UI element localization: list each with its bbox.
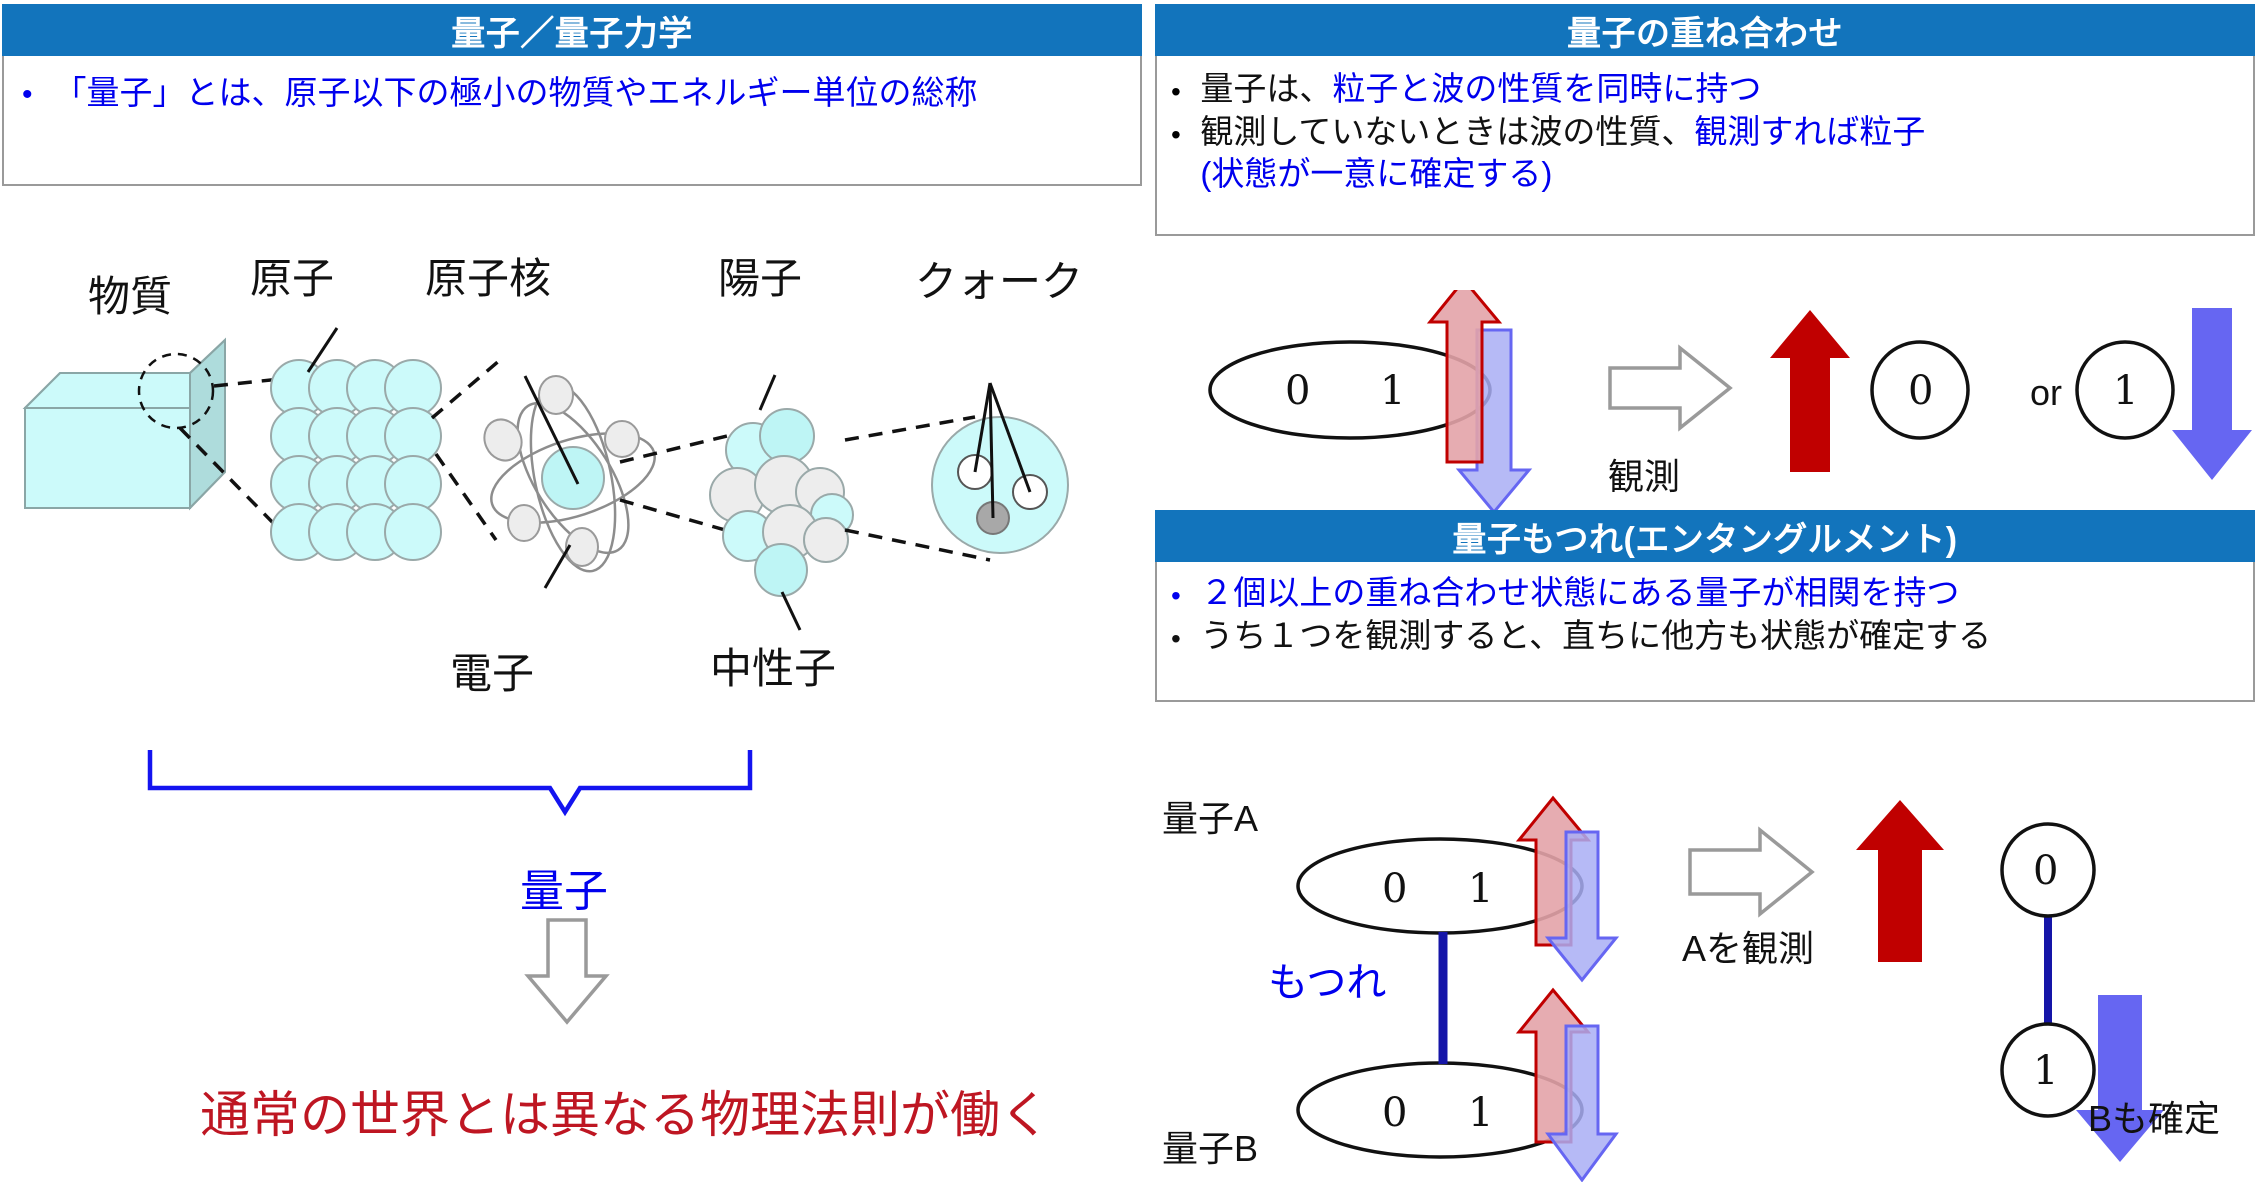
zoom-circle-matter: [137, 352, 215, 430]
entanglement-diagram-svg: [1296, 795, 2164, 1183]
panel-quantum: 量子／量子力学 • 「量子」とは、原子以下の極小の物質やエネルギー単位の総称: [2, 4, 1142, 186]
leader-atom: [306, 327, 339, 373]
entanglement-diagram: [1160, 790, 2260, 1183]
bullet-dot-icon: •: [1171, 580, 1181, 611]
leader-nucleus: [523, 375, 580, 485]
superposition-bullet-list: • 量子は、粒子と波の性質を同時に持つ • 観測していないときは波の性質、観測す…: [1171, 68, 2239, 194]
label-quark: クォーク: [915, 258, 1084, 305]
hollow-down-arrow-icon: [524, 918, 610, 1025]
result-circle-one: [2075, 340, 2175, 440]
solid-down-arrow-blue-icon: [2172, 308, 2252, 480]
panel-entanglement-header: 量子もつれ(エンタングルメント): [1155, 510, 2255, 562]
superposition-bullet-1-highlight2: (状態が一意に確定する): [1200, 154, 1553, 192]
connector-atom-nucleus-top: [430, 358, 502, 420]
superposition-result-one: 1: [2113, 368, 2139, 414]
quark-ball-icon: [931, 416, 1069, 554]
superposition-bullet-0-lead: 量子は、: [1200, 70, 1333, 107]
quantum-bullet-list: • 「量子」とは、原子以下の極小の物質やエネルギー単位の総称: [22, 72, 1122, 114]
connector-atom-nucleus-bottom: [434, 452, 498, 542]
hollow-right-arrow-icon: [1608, 344, 1733, 432]
bullet-dot-icon: •: [1171, 119, 1181, 151]
entanglement-result-a: 0: [2033, 848, 2059, 894]
panel-entanglement-title: 量子もつれ(エンタングルメント): [1452, 520, 1958, 559]
entanglement-bit-a-1: 1: [1468, 866, 1494, 912]
panel-quantum-title: 量子／量子力学: [451, 14, 693, 53]
entanglement-bullet-list: • ２個以上の重ね合わせ状態にある量子が相関を持つ • うち１つを観測すると、直…: [1171, 572, 2239, 657]
leader-neutron: [780, 591, 802, 631]
electron-icons: [483, 375, 640, 567]
superposition-bullet-1-lead: 観測していないときは波の性質、: [1200, 113, 1695, 151]
solid-down-arrow-blue-result-icon: [2076, 995, 2164, 1162]
brace-group: [120, 740, 1140, 1160]
result-circle-a: [2000, 822, 2096, 918]
superposition-measure-label: 観測: [1608, 456, 1681, 497]
label-nucleus: 原子核: [425, 255, 552, 302]
entanglement-label-a: 量子A: [1162, 798, 1259, 839]
leader-proton: [758, 374, 777, 411]
brace-svg: [147, 750, 753, 1025]
entanglement-result-b: 1: [2033, 1048, 2059, 1094]
panel-superposition-header: 量子の重ね合わせ: [1155, 4, 2255, 56]
atom-lattice-icon: [270, 359, 442, 561]
panel-quantum-header: 量子／量子力学: [2, 4, 1142, 56]
label-matter: 物質: [88, 273, 173, 320]
entanglement-link-label: もつれ: [1268, 961, 1387, 1005]
connector-proton-quark-bottom: [844, 528, 991, 562]
list-item: • 「量子」とは、原子以下の極小の物質やエネルギー単位の総称: [22, 72, 1122, 114]
matter-diagram-svg: [22, 327, 1069, 631]
list-item: • ２個以上の重ね合わせ状態にある量子が相関を持つ: [1171, 572, 2239, 613]
superposition-bit-0: 0: [1285, 368, 1311, 414]
entanglement-measure-label: Aを観測: [1682, 928, 1815, 969]
leader-electron: [543, 544, 572, 589]
label-atom: 原子: [250, 255, 335, 302]
result-circle-b: [2000, 1022, 2096, 1118]
list-item: • 観測していないときは波の性質、観測すれば粒子 (状態が一意に確定する): [1171, 111, 2239, 194]
panel-entanglement-body: • ２個以上の重ね合わせ状態にある量子が相関を持つ • うち１つを観測すると、直…: [1155, 562, 2255, 702]
list-item: • 量子は、粒子と波の性質を同時に持つ: [1171, 68, 2239, 109]
superposition-bullet-0-highlight: 粒子と波の性質を同時に持つ: [1332, 70, 1762, 107]
entanglement-bit-b-0: 0: [1382, 1090, 1408, 1136]
superposition-bullet-1-highlight: 観測すれば粒子: [1694, 113, 1926, 151]
superposition-bit-1: 1: [1380, 368, 1406, 414]
entanglement-bit-b-1: 1: [1468, 1090, 1494, 1136]
panel-quantum-body: • 「量子」とは、原子以下の極小の物質やエネルギー単位の総称: [2, 56, 1142, 186]
bullet-dot-icon: •: [1171, 623, 1181, 655]
solid-up-arrow-red-result-icon: [1856, 800, 1944, 962]
result-circle-zero: [1870, 340, 1970, 440]
superposition-diagram: [1190, 277, 2260, 515]
down-arrow-outline-blue-a-icon: [1544, 830, 1620, 983]
entanglement-result-note: Bも確定: [2088, 1098, 2221, 1139]
down-arrow-outline-blue-icon: [1455, 328, 1533, 515]
superposition-diagram-svg: [1208, 277, 2252, 515]
hollow-right-arrow-entanglement-icon: [1688, 826, 1815, 918]
up-arrow-outline-red-icon: [1426, 277, 1503, 464]
panel-superposition: 量子の重ね合わせ • 量子は、粒子と波の性質を同時に持つ • 観測していないとき…: [1155, 4, 2255, 236]
panel-superposition-title: 量子の重ね合わせ: [1567, 14, 1843, 53]
down-arrow-outline-blue-b-icon: [1545, 1024, 1619, 1183]
entanglement-bullet-0-text: ２個以上の重ね合わせ状態にある量子が相関を持つ: [1200, 574, 1960, 611]
superposition-or-label: or: [2030, 372, 2063, 413]
matter-to-quark-diagram: [0, 240, 1140, 660]
curly-brace-icon: [147, 750, 753, 817]
list-item: • うち１つを観測すると、直ちに他方も状態が確定する: [1171, 615, 2239, 656]
bullet-dot-icon: •: [22, 78, 33, 111]
label-proton: 陽子: [718, 255, 803, 302]
entanglement-bullet-1-text: うち１つを観測すると、直ちに他方も状態が確定する: [1200, 617, 1992, 655]
connector-matter-atom-top: [213, 377, 281, 388]
connector-matter-atom-bottom: [178, 426, 284, 534]
bullet-dot-icon: •: [1171, 76, 1181, 107]
entanglement-label-b: 量子B: [1162, 1128, 1259, 1169]
superposition-result-zero: 0: [1908, 368, 1934, 414]
conclusion-text: 通常の世界とは異なる物理法則が働く: [200, 1087, 1050, 1143]
nucleon-cluster-icon: [709, 408, 854, 597]
brace-result-label: 量子: [520, 867, 608, 916]
nucleus-core-icon: [541, 446, 605, 510]
panel-entanglement: 量子もつれ(エンタングルメント) • ２個以上の重ね合わせ状態にある量子が相関を…: [1155, 510, 2255, 702]
label-electron: 電子: [450, 650, 535, 697]
entanglement-bit-a-0: 0: [1382, 866, 1408, 912]
solid-up-arrow-red-icon: [1770, 310, 1850, 472]
label-neutron: 中性子: [710, 645, 837, 692]
quantum-bullet-text: 「量子」とは、原子以下の極小の物質やエネルギー単位の総称: [53, 74, 978, 111]
panel-superposition-body: • 量子は、粒子と波の性質を同時に持つ • 観測していないときは波の性質、観測す…: [1155, 56, 2255, 236]
